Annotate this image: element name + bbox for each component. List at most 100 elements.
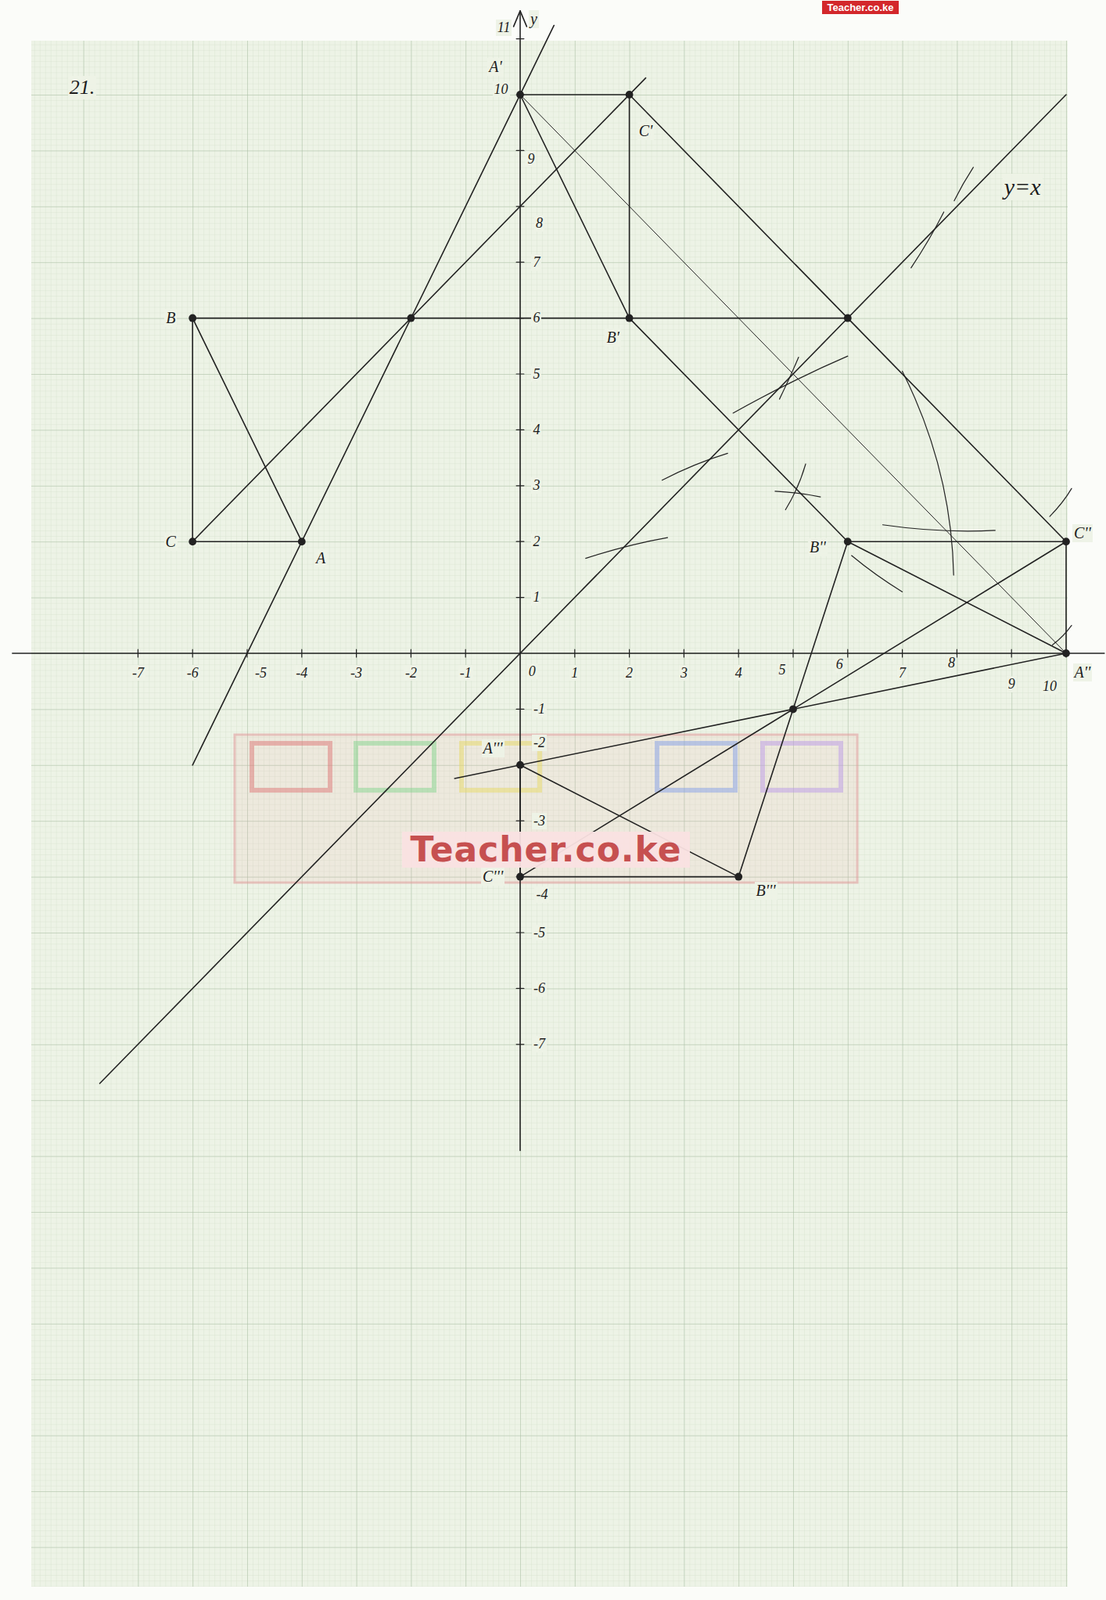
arc-mark	[911, 211, 945, 268]
axis-number: -7	[130, 664, 146, 682]
axis-number: 9	[1006, 675, 1017, 693]
point-dot	[1062, 649, 1071, 658]
axis-number: 11	[495, 19, 513, 36]
vertex-label: B'''	[754, 881, 778, 900]
axis-number: 3	[678, 664, 690, 682]
axis-arrow	[513, 10, 528, 27]
construction-line	[192, 25, 554, 765]
arc-mark	[882, 524, 995, 532]
site-badge: Teacher.co.ke	[822, 0, 898, 15]
axis-number: -2	[531, 734, 547, 751]
triangle-abc	[192, 318, 302, 543]
point-dot	[516, 90, 525, 99]
arc-mark	[851, 555, 903, 592]
triangle-image-2	[847, 541, 1067, 654]
axis-number: 10	[1041, 678, 1059, 695]
axis-number: 4	[531, 421, 542, 439]
arc-mark	[779, 357, 799, 400]
vertex-label: C''	[1072, 524, 1093, 543]
vertex-label: B	[164, 308, 177, 327]
triangle-image-1	[520, 94, 630, 319]
axis-number: 1	[569, 664, 580, 682]
arc-mark	[902, 370, 955, 575]
axis-number: -6	[531, 980, 547, 997]
point-dot	[516, 761, 525, 769]
point-dot	[843, 537, 852, 546]
axis-number: 6	[834, 656, 845, 673]
point-dot	[625, 314, 634, 323]
axis-number: -4	[294, 664, 309, 682]
enlargement-ray	[738, 541, 848, 877]
arc-mark	[785, 463, 806, 510]
axis-number: 8	[946, 654, 957, 672]
major-grid	[31, 40, 1068, 1587]
watermark: Teacher.co.ke	[402, 831, 690, 868]
axis-number: -3	[531, 812, 547, 830]
axis-number: 7	[897, 664, 908, 682]
minor-grid	[31, 40, 1068, 1587]
point-dot	[625, 90, 634, 99]
point-dot	[1062, 537, 1071, 546]
point-dot	[188, 314, 197, 323]
axis-number: 9	[525, 150, 536, 168]
arc-mark	[954, 167, 974, 202]
axis-number: 4	[733, 664, 744, 682]
point-dot	[516, 872, 525, 881]
point-dot	[789, 704, 798, 713]
construction-line	[520, 94, 1067, 654]
axis-number: 1	[531, 588, 542, 606]
graph-paper	[31, 40, 1068, 1587]
point-dot	[188, 537, 197, 546]
arc-mark	[732, 355, 848, 413]
axis-number: 0	[527, 663, 538, 680]
axis-number: 6	[531, 309, 542, 327]
axis-number: -7	[531, 1035, 547, 1053]
axis-number: 2	[531, 533, 542, 550]
vertex-label: B''	[807, 538, 828, 557]
construction-line	[192, 317, 848, 320]
points	[188, 90, 1071, 881]
vertex-label: A'''	[481, 739, 505, 758]
axis-number: -3	[348, 664, 364, 682]
construction-line	[629, 94, 1067, 542]
question-number: 21.	[68, 75, 97, 100]
construction-line	[192, 78, 646, 543]
construction-arcs	[585, 167, 1072, 645]
watermark-icon	[355, 743, 435, 790]
axis-name: y	[528, 10, 539, 29]
axis-number: -4	[534, 886, 550, 903]
watermark-box	[234, 734, 858, 883]
transformation-figure	[12, 10, 1105, 1151]
mirror-line	[100, 94, 1067, 1084]
axis-number: -2	[403, 664, 419, 682]
point-dot	[407, 314, 416, 323]
x-axis	[12, 652, 1105, 654]
vertex-label: A'	[487, 57, 504, 76]
point-dot	[298, 537, 306, 546]
arc-mark	[661, 452, 728, 480]
vertex-label: C'	[637, 122, 655, 141]
axis-number: 3	[531, 477, 542, 494]
vertex-label: A''	[1073, 663, 1093, 682]
axis-number: 8	[534, 215, 545, 232]
point-dot	[734, 872, 743, 881]
point-dot	[843, 314, 852, 323]
axis-ticks	[137, 39, 1067, 1045]
construction-line	[629, 318, 848, 543]
enlargement-ray	[520, 541, 1067, 877]
axis-number: -1	[531, 700, 547, 718]
axis-number: 5	[777, 661, 788, 679]
axis-number: 7	[531, 254, 542, 271]
axis-number: -5	[531, 924, 547, 941]
line-label: y=x	[1002, 173, 1043, 202]
axis-number: 5	[531, 366, 542, 383]
arc-mark	[775, 491, 821, 497]
axis-number: -6	[185, 664, 201, 682]
vertex-label: A	[314, 549, 327, 568]
vertex-label: C	[164, 532, 178, 551]
watermark-icon	[251, 743, 331, 790]
arc-mark	[585, 537, 668, 558]
axis-number: -1	[458, 664, 474, 682]
